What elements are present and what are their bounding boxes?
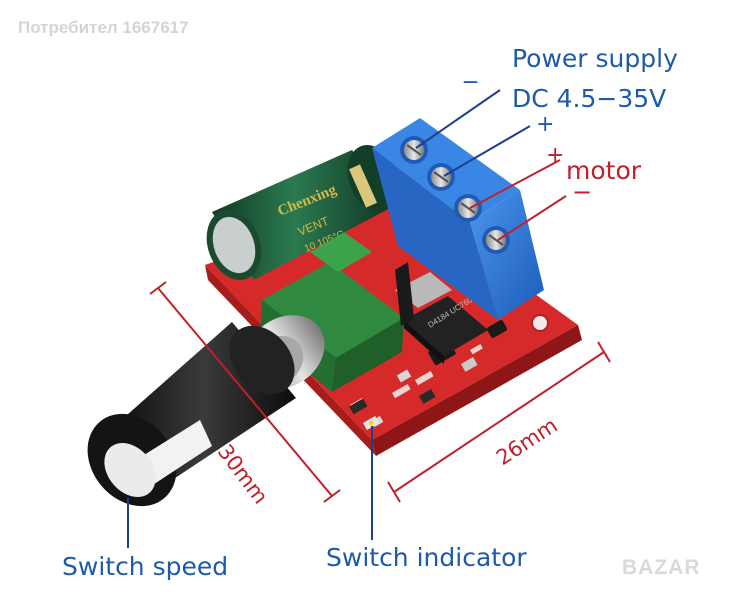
voltage-range-label: DC 4.5−35V — [512, 84, 667, 113]
motor-plus-label: + — [546, 143, 565, 168]
switch-speed-label: Switch speed — [62, 552, 229, 581]
bazar-logo: BAZAR — [622, 556, 701, 579]
dimension-lines — [149, 281, 611, 503]
dimension-cap-30-top — [149, 281, 167, 295]
power-plus-label: + — [536, 112, 555, 137]
dimension-cap-30-bottom — [323, 489, 341, 503]
annotation-lines — [127, 89, 567, 548]
dimension-cap-26-left — [387, 481, 401, 503]
switch-indicator-label: Switch indicator — [326, 543, 527, 572]
speed-knob — [87, 322, 296, 507]
dimension-line-26mm — [393, 351, 605, 493]
motor-plus-pointer — [469, 159, 561, 209]
terminal-screws — [400, 136, 510, 254]
motor-label: motor — [566, 156, 642, 185]
dimension-cap-26-right — [597, 341, 611, 363]
watermark-text: Потребител 1667617 — [18, 18, 189, 37]
indicator-led — [362, 416, 380, 430]
power-plus-pointer — [443, 125, 531, 177]
power-minus-pointer — [415, 89, 501, 149]
dimension-line-30mm — [157, 287, 333, 497]
motor-minus-pointer — [497, 195, 567, 241]
power-supply-label: Power supply — [512, 44, 678, 73]
power-minus-label: _ — [464, 54, 477, 84]
potentiometer-body — [260, 232, 414, 392]
motor-minus-label: − — [572, 178, 593, 206]
